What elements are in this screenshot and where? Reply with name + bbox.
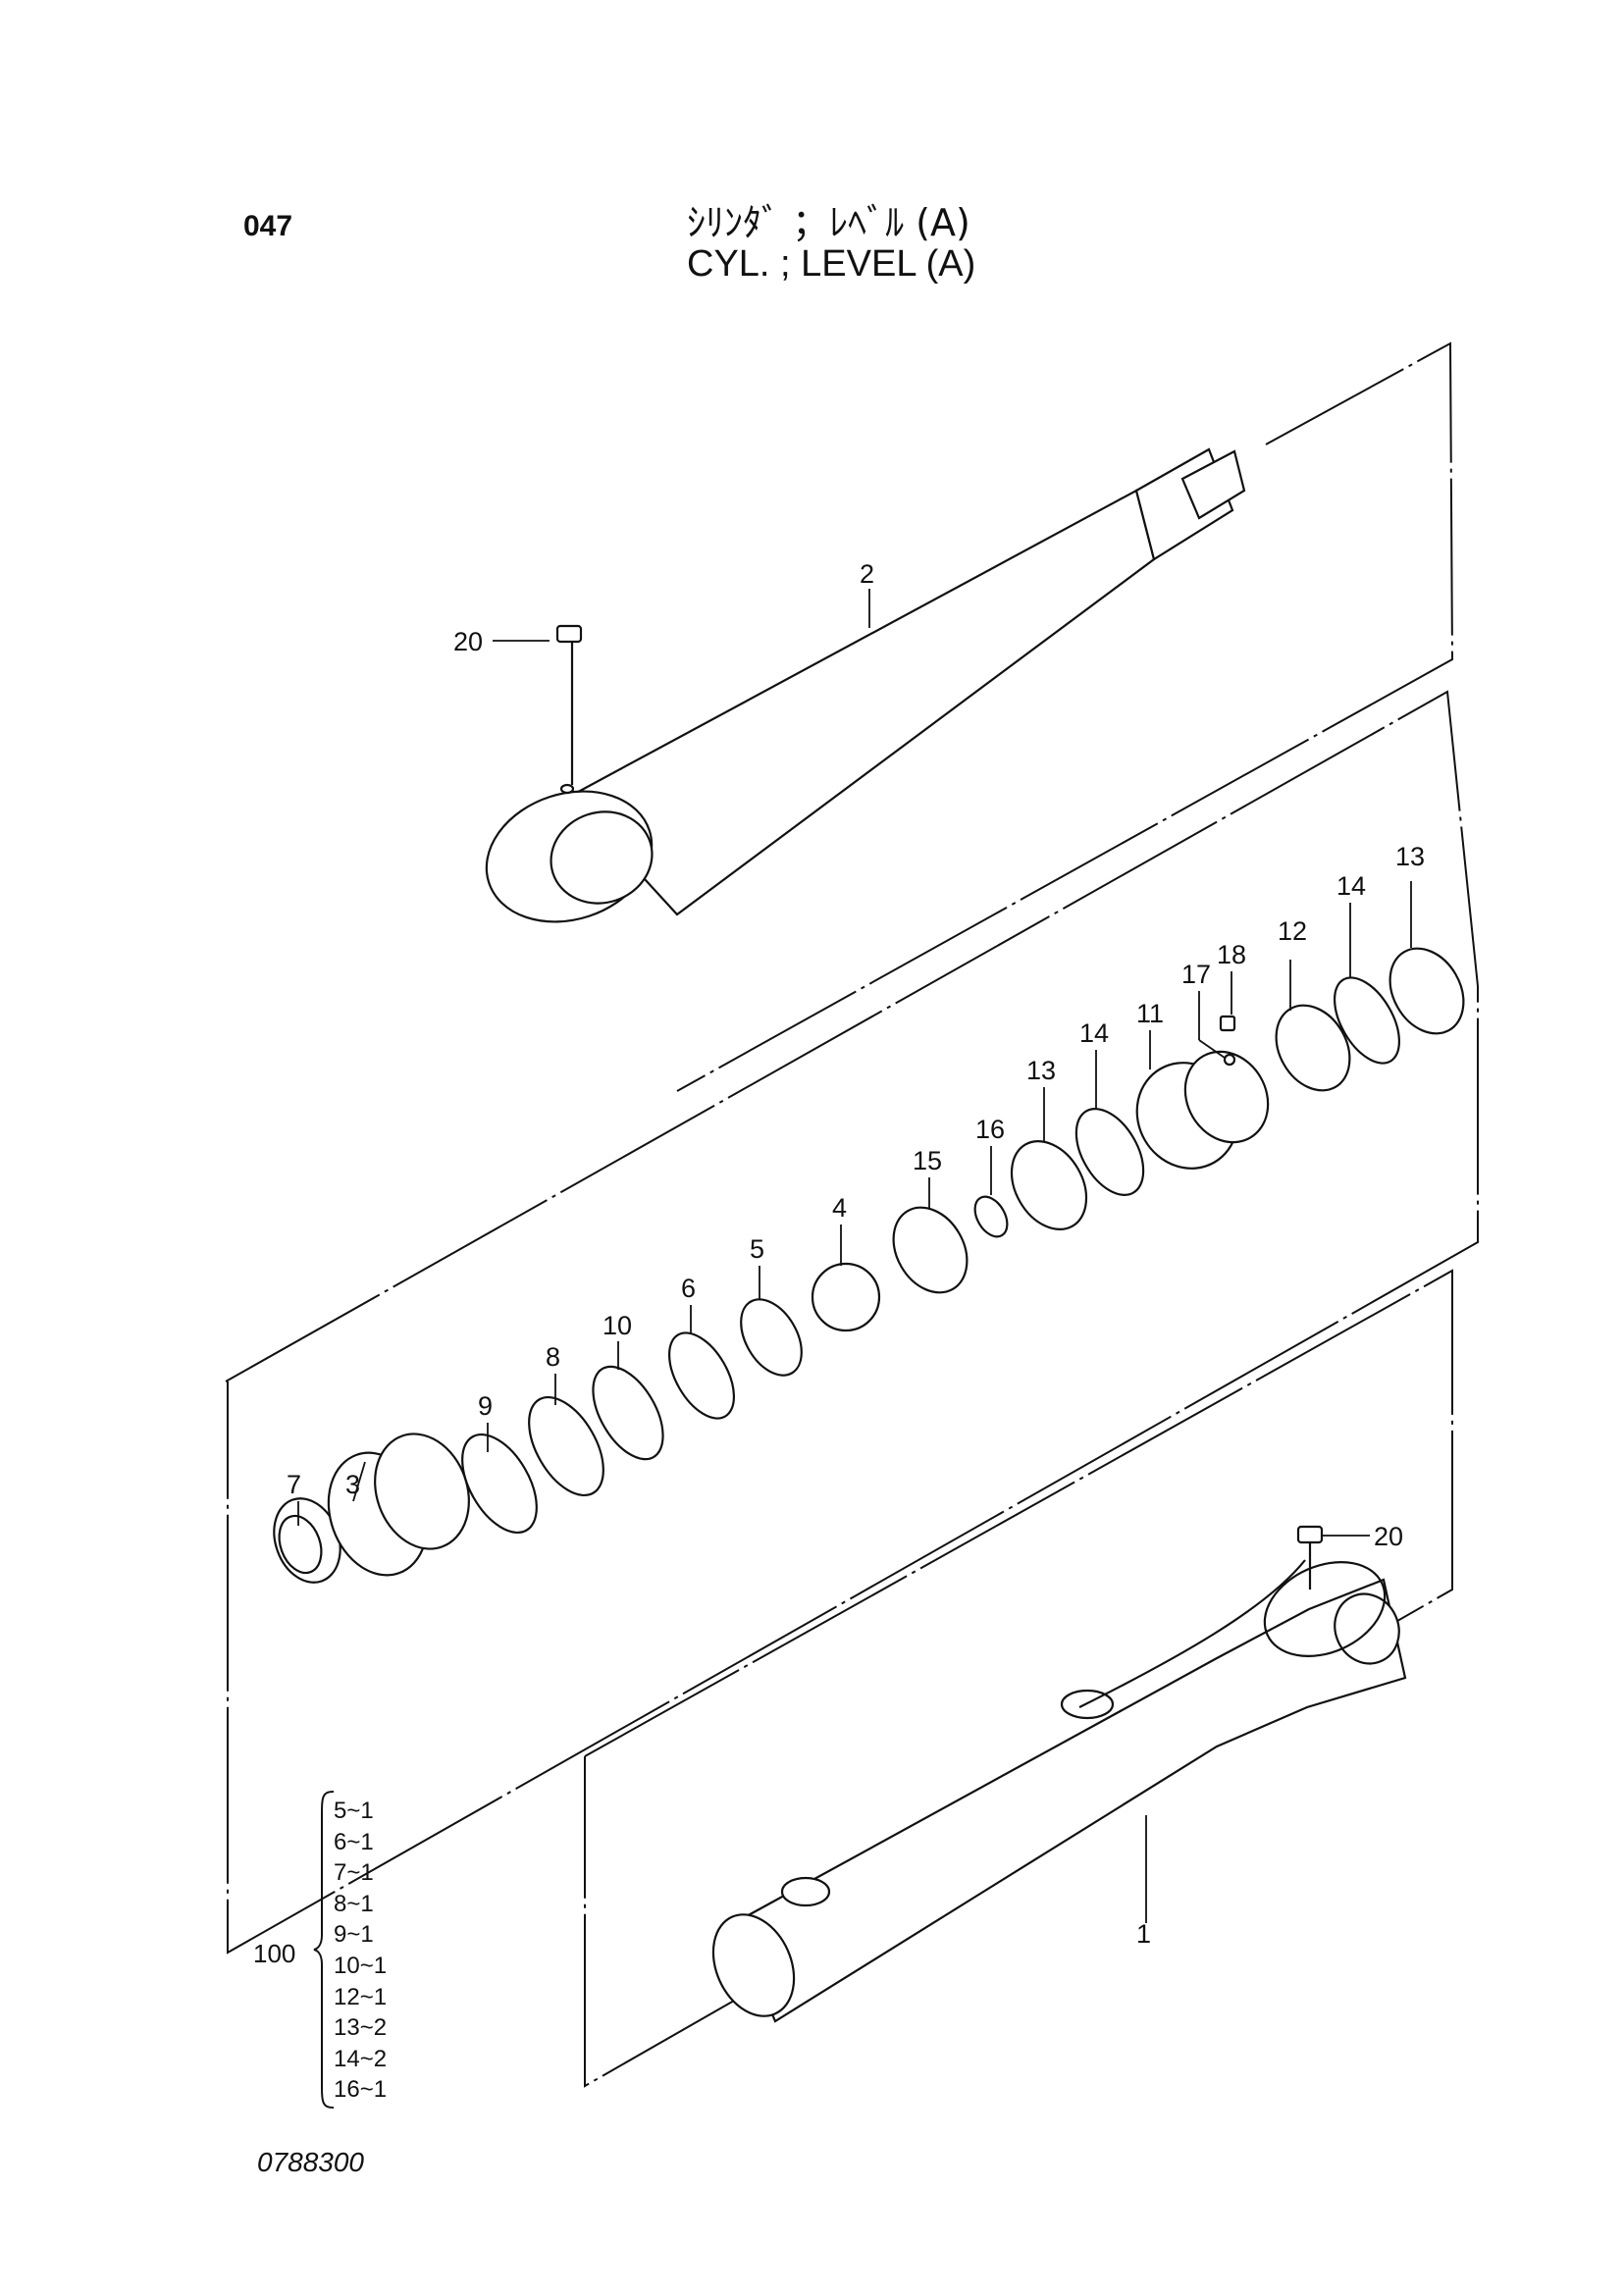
cylinder-tube-part: [711, 1525, 1407, 2023]
tube-frame-line: [584, 1269, 1453, 2088]
part-13b-shape: [1388, 947, 1465, 1035]
kit-number: 100: [253, 1939, 296, 1968]
callout-20-bottom: 20: [1374, 1522, 1403, 1551]
part-5-shape: [740, 1298, 803, 1377]
kit-contents-list: 5~1 6~1 7~1 8~1 9~1 10~1 12~1 13~2 14~2 …: [334, 1796, 387, 2106]
callout-6: 6: [681, 1274, 696, 1303]
title-english: CYL. ; LEVEL (A): [687, 243, 976, 285]
callout-17: 17: [1181, 960, 1211, 989]
kit-item: 16~1: [334, 2076, 388, 2104]
brace-icon: [313, 1791, 335, 2109]
kit-item: 12~1: [334, 1983, 388, 2010]
kit-item: 8~1: [334, 1890, 374, 1917]
part-16-shape: [973, 1195, 1009, 1238]
part-12-shape: [1275, 1004, 1351, 1092]
callout-13-left: 13: [1026, 1056, 1056, 1085]
callout-5: 5: [750, 1234, 764, 1264]
kit-item: 7~1: [334, 1859, 374, 1887]
callout-1: 1: [1136, 1919, 1151, 1949]
callout-3: 3: [345, 1470, 360, 1499]
part-8-shape: [528, 1395, 604, 1497]
leader-lines: [297, 589, 1412, 1923]
callout-9: 9: [478, 1391, 493, 1421]
part-15-shape: [892, 1206, 969, 1294]
part-18-shape: [1219, 1015, 1236, 1032]
callout-11: 11: [1136, 999, 1164, 1028]
kit-item: 6~1: [334, 1828, 374, 1855]
callout-16: 16: [975, 1115, 1005, 1144]
exploded-seal-parts: [273, 947, 1465, 1584]
part-14b-shape: [1333, 976, 1401, 1065]
kit-item: 9~1: [334, 1921, 374, 1949]
callout-14-left: 14: [1079, 1018, 1109, 1048]
piston-rod-part: [485, 447, 1246, 923]
parts-frame-line: [225, 690, 1479, 1955]
kit-item: 5~1: [334, 1798, 374, 1824]
callout-18: 18: [1217, 940, 1246, 969]
document-code: 0788300: [257, 2147, 365, 2177]
kit-item: 13~2: [334, 2014, 388, 2042]
kit-item: 14~2: [334, 2045, 388, 2072]
part-14-shape: [1074, 1108, 1145, 1196]
rod-frame-line: [676, 341, 1454, 1092]
part-10-shape: [592, 1365, 664, 1461]
callout-15: 15: [913, 1146, 942, 1175]
callout-12: 12: [1278, 916, 1307, 946]
callout-labels: 2 20 20 1 7 3 9 8 10 6 5 4 15 16 13 14 1…: [287, 559, 1425, 1949]
part-6-shape: [667, 1331, 736, 1420]
part-9-shape: [461, 1433, 538, 1535]
callout-7: 7: [287, 1470, 301, 1499]
page-number: 047: [243, 210, 293, 242]
part-17-shape: [1223, 1053, 1236, 1067]
callout-13-right: 13: [1395, 842, 1425, 871]
callout-10: 10: [602, 1311, 632, 1340]
part-13-shape: [1010, 1139, 1088, 1231]
callout-2: 2: [860, 559, 874, 589]
callout-14-right: 14: [1336, 871, 1366, 901]
kit-brace: [312, 1788, 338, 2116]
callout-20-top: 20: [453, 627, 483, 656]
title-japanese: ｼﾘﾝﾀﾞ ；ﾚﾍﾞﾙ (A): [687, 201, 970, 244]
callout-8: 8: [546, 1342, 560, 1372]
callout-4: 4: [832, 1193, 847, 1223]
kit-item: 10~1: [334, 1952, 388, 1979]
part-4-shape: [811, 1262, 881, 1332]
